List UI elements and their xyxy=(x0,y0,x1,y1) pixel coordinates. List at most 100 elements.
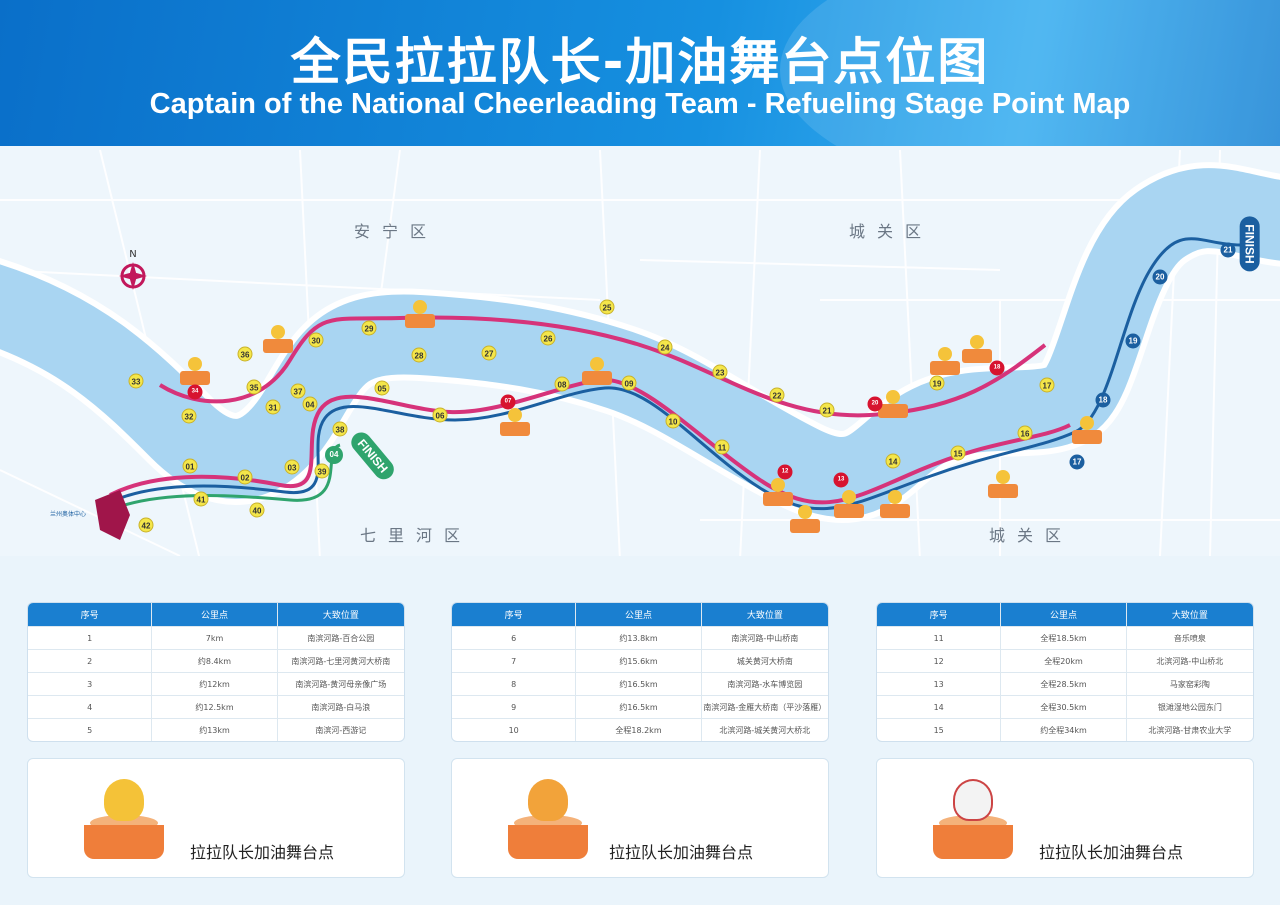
cheer-stage-icon[interactable] xyxy=(988,470,1018,498)
km-marker[interactable]: 01 xyxy=(182,458,198,474)
km-marker[interactable]: 40 xyxy=(249,502,265,518)
column-header: 大致位置 xyxy=(1171,611,1208,621)
km-marker[interactable]: 11 xyxy=(714,439,730,455)
table-cell: 南滨河路-七里河黄河大桥南 xyxy=(291,656,391,666)
table-cell: 南滨河路-金雁大桥南（平沙落雁） xyxy=(703,702,827,712)
km-marker[interactable]: 28 xyxy=(411,347,427,363)
cheer-stage-icon[interactable] xyxy=(1072,416,1102,444)
km-marker[interactable]: 06 xyxy=(432,407,448,423)
km-marker[interactable]: 35 xyxy=(246,379,262,395)
km-marker-blue[interactable]: 17 xyxy=(1069,454,1085,470)
km-marker[interactable]: 09 xyxy=(621,375,637,391)
km-marker[interactable]: 42 xyxy=(138,517,154,533)
compass-north-label: N xyxy=(129,249,136,260)
km-marker[interactable]: 05 xyxy=(374,380,390,396)
stage-pedestal-icon xyxy=(933,815,1013,861)
cheer-stage-icon[interactable] xyxy=(582,357,612,385)
km-marker[interactable]: 21 xyxy=(819,402,835,418)
km-marker[interactable]: 30 xyxy=(308,332,324,348)
km-marker[interactable]: 22 xyxy=(769,387,785,403)
table-cell: 9 xyxy=(452,696,577,718)
table-cell: 全程28.5km xyxy=(1001,673,1127,695)
km-marker[interactable]: 24 xyxy=(657,339,673,355)
table-cell: 北滨河路-城关黄河大桥北 xyxy=(719,725,811,735)
km-marker[interactable]: 31 xyxy=(265,399,281,415)
table-cell: 北滨河路-甘肃农业大学 xyxy=(1148,725,1232,735)
km-marker[interactable]: 18 xyxy=(989,360,1005,376)
table-cell: 3 xyxy=(28,673,153,695)
legend-card-3: 拉拉队长加油舞台点 xyxy=(876,758,1254,878)
cheer-stage-icon[interactable] xyxy=(763,478,793,506)
km-marker[interactable]: 19 xyxy=(929,375,945,391)
km-marker[interactable]: 07 xyxy=(500,394,516,410)
table-cell: 1 xyxy=(28,627,153,649)
cheer-stage-icon[interactable] xyxy=(878,390,908,418)
table-cell: 8 xyxy=(452,673,577,695)
table-cell: 约16.5km xyxy=(576,696,702,718)
cheer-stage-icon[interactable] xyxy=(880,490,910,518)
km-marker[interactable]: 37 xyxy=(290,383,306,399)
km-marker[interactable]: 16 xyxy=(1017,425,1033,441)
start-label: 兰州奥体中心 xyxy=(50,511,87,518)
km-marker[interactable]: 10 xyxy=(665,413,681,429)
km-marker-blue[interactable]: 20 xyxy=(1152,269,1168,285)
cheer-stage-icon[interactable] xyxy=(405,300,435,328)
km-marker[interactable]: 39 xyxy=(314,463,330,479)
km-marker[interactable]: 33 xyxy=(128,373,144,389)
km-marker[interactable]: 03 xyxy=(284,459,300,475)
km-marker[interactable]: 13 xyxy=(833,472,849,488)
table-cell: 南滨河路-中山桥南 xyxy=(731,633,799,643)
km-marker[interactable]: 15 xyxy=(950,445,966,461)
km-marker[interactable]: 27 xyxy=(481,345,497,361)
title-chinese: 全民拉拉队长-加油舞台点位图 xyxy=(290,33,990,91)
table-cell: 南滨河-西游记 xyxy=(315,725,367,735)
km-marker[interactable]: 36 xyxy=(237,346,253,362)
km-marker[interactable]: 14 xyxy=(885,453,901,469)
km-marker[interactable]: 25 xyxy=(599,299,615,315)
km-marker[interactable]: 23 xyxy=(712,364,728,380)
table-cell: 南滨河路-水车博览园 xyxy=(727,679,803,689)
km-marker-green[interactable]: 04 xyxy=(325,446,343,464)
km-marker[interactable]: 32 xyxy=(181,408,197,424)
table-cell: 北滨河路-中山桥北 xyxy=(1156,656,1224,666)
cheer-stage-icon[interactable] xyxy=(180,357,210,385)
km-marker[interactable]: 08 xyxy=(554,376,570,392)
km-marker-blue[interactable]: 21 xyxy=(1220,242,1236,258)
table-cell: 全程18.5km xyxy=(1001,627,1127,649)
cheer-stage-icon[interactable] xyxy=(790,505,820,533)
table-cell: 音乐喷泉 xyxy=(1173,633,1206,643)
km-marker[interactable]: 34 xyxy=(187,384,203,400)
km-marker[interactable]: 26 xyxy=(540,330,556,346)
cheer-stage-icon[interactable] xyxy=(263,325,293,353)
cheer-stage-icon[interactable] xyxy=(962,335,992,363)
cheer-stage-icon[interactable] xyxy=(930,347,960,375)
cheer-stage-icon[interactable] xyxy=(500,408,530,436)
km-marker[interactable]: 41 xyxy=(193,491,209,507)
km-marker[interactable]: 04 xyxy=(302,396,318,412)
table-cell: 约15.6km xyxy=(576,650,702,672)
km-marker[interactable]: 12 xyxy=(777,464,793,480)
legend-label: 拉拉队长加油舞台点 xyxy=(609,843,754,862)
table-cell: 全程30.5km xyxy=(1001,696,1127,718)
km-marker[interactable]: 29 xyxy=(361,320,377,336)
km-marker-blue[interactable]: 18 xyxy=(1095,392,1111,408)
km-marker[interactable]: 17 xyxy=(1039,377,1055,393)
table-cell: 7 xyxy=(452,650,577,672)
km-marker[interactable]: 02 xyxy=(237,469,253,485)
header-wave-decoration xyxy=(780,0,1280,146)
cheer-stage-icon[interactable] xyxy=(834,490,864,518)
km-marker[interactable]: 20 xyxy=(867,396,883,412)
km-marker-blue[interactable]: 19 xyxy=(1125,333,1141,349)
km-marker[interactable]: 38 xyxy=(332,421,348,437)
